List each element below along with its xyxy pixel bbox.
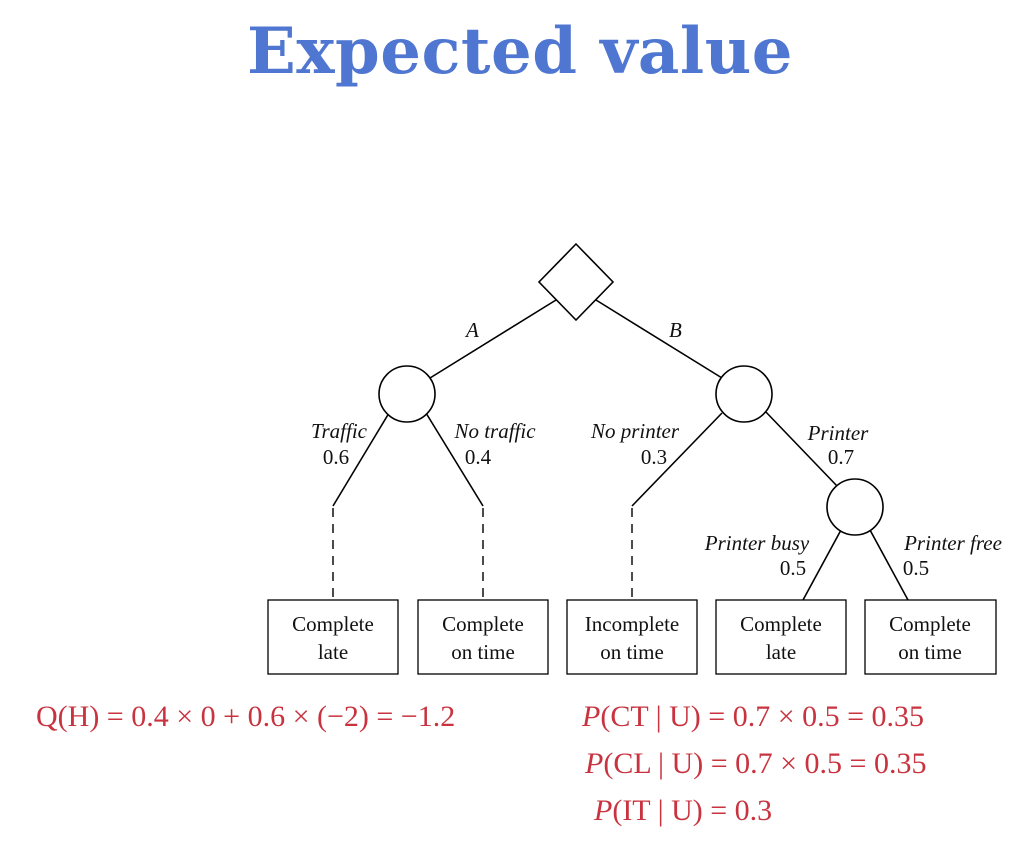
edge-printer bbox=[763, 409, 839, 488]
outcome-3-line1: Incomplete bbox=[585, 612, 679, 636]
outcome-box-4 bbox=[715, 599, 847, 675]
outcome-box-5 bbox=[864, 599, 997, 675]
chance-node-printer bbox=[826, 478, 884, 536]
prob-traffic: 0.6 bbox=[323, 445, 349, 469]
outcome-1-line2: late bbox=[318, 640, 348, 664]
edge-no-printer bbox=[631, 412, 723, 507]
equation-p-cl-symbol: P bbox=[585, 747, 604, 780]
outcome-4-line2: late bbox=[766, 640, 796, 664]
equation-q-h: Q(H) = 0.4 × 0 + 0.6 × (−2) = −1.2 bbox=[36, 700, 456, 733]
outcome-4-line1: Complete bbox=[740, 612, 822, 636]
edge-label-no-traffic: No traffic bbox=[453, 419, 536, 443]
equation-p-ct: P(CT | U) = 0.7 × 0.5 = 0.35 bbox=[582, 700, 924, 734]
outcome-2-line2: on time bbox=[451, 640, 515, 664]
decision-node bbox=[537, 242, 615, 322]
edge-no-traffic bbox=[425, 412, 484, 507]
prob-printer: 0.7 bbox=[828, 445, 854, 469]
page-title: Expected value bbox=[247, 14, 793, 89]
edge-printer-free bbox=[869, 529, 909, 601]
edge-label-traffic: Traffic bbox=[311, 419, 368, 443]
equation-p-ct-body: (CT | U) = 0.7 × 0.5 = 0.35 bbox=[600, 700, 925, 733]
outcome-box-1 bbox=[267, 599, 399, 675]
equation-p-it-symbol: P bbox=[594, 794, 613, 827]
outcome-2-line1: Complete bbox=[442, 612, 524, 636]
outcome-5-line1: Complete bbox=[889, 612, 971, 636]
prob-no-traffic: 0.4 bbox=[465, 445, 492, 469]
edge-b bbox=[595, 299, 723, 379]
outcome-box-2 bbox=[417, 599, 549, 675]
edge-traffic bbox=[332, 412, 390, 507]
equation-p-cl-body: (CL | U) = 0.7 × 0.5 = 0.35 bbox=[603, 747, 927, 780]
edge-label-printer: Printer bbox=[807, 421, 869, 445]
prob-printer-busy: 0.5 bbox=[780, 556, 806, 580]
edge-label-printer-free: Printer free bbox=[903, 531, 1002, 555]
prob-no-printer: 0.3 bbox=[641, 445, 667, 469]
edge-a bbox=[429, 299, 557, 379]
edge-label-a: A bbox=[464, 318, 479, 342]
edge-printer-busy bbox=[802, 529, 842, 601]
outcome-5-line2: on time bbox=[898, 640, 962, 664]
equation-p-it: P(IT | U) = 0.3 bbox=[594, 794, 772, 828]
equation-p-ct-symbol: P bbox=[582, 700, 601, 733]
outcome-box-3 bbox=[566, 599, 698, 675]
prob-printer-free: 0.5 bbox=[903, 556, 929, 580]
equation-p-cl: P(CL | U) = 0.7 × 0.5 = 0.35 bbox=[585, 747, 926, 781]
chance-node-a bbox=[378, 365, 436, 423]
outcome-3-line2: on time bbox=[600, 640, 664, 664]
edge-label-printer-busy: Printer busy bbox=[704, 531, 810, 555]
chance-node-b bbox=[715, 365, 773, 423]
edge-label-b: B bbox=[669, 318, 682, 342]
edge-label-no-printer: No printer bbox=[590, 419, 680, 443]
outcome-1-line1: Complete bbox=[292, 612, 374, 636]
equation-p-it-body: (IT | U) = 0.3 bbox=[612, 794, 773, 827]
